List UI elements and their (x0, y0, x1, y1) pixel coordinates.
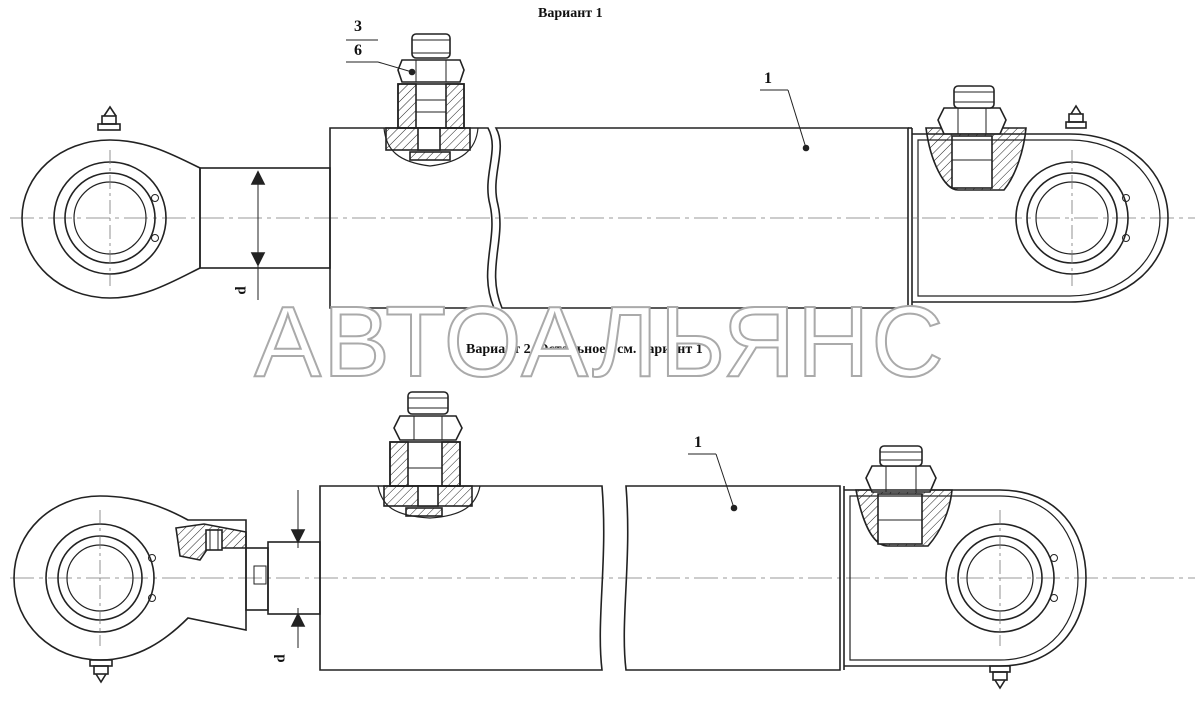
callout-item-1-variant2: 1 (694, 434, 702, 451)
variant2-assembly (10, 391, 1195, 690)
callout-item-3: 3 (354, 18, 362, 35)
cylinder-barrel-v2 (319, 485, 845, 671)
port-fitting-right-v1 (925, 85, 1027, 191)
port-fitting-left-v2 (377, 391, 481, 519)
callout-item-1-variant1: 1 (764, 70, 772, 87)
watermark: АВТОАЛЬЯНС (253, 286, 946, 398)
piston-rod-v1 (199, 167, 331, 300)
variant2-caption: Вариант 2. Остальное - см. вариант 1 (466, 342, 703, 357)
rod-diameter-label-v2: d (272, 654, 289, 663)
left-rod-eye (21, 105, 201, 299)
right-end-cap-eye-v2 (844, 489, 1087, 690)
right-end-cap-eye-v1 (912, 104, 1169, 303)
port-fitting-right-v2 (855, 445, 953, 547)
left-rod-eye-v2 (13, 495, 247, 684)
variant1-caption: Вариант 1 (538, 6, 603, 21)
variant1-assembly (10, 33, 1195, 309)
cylinder-barrel-v1 (329, 127, 913, 309)
port-fitting-left-v1 (346, 33, 479, 167)
piston-rod-v2 (245, 490, 321, 648)
callout-item-6: 6 (354, 42, 362, 59)
